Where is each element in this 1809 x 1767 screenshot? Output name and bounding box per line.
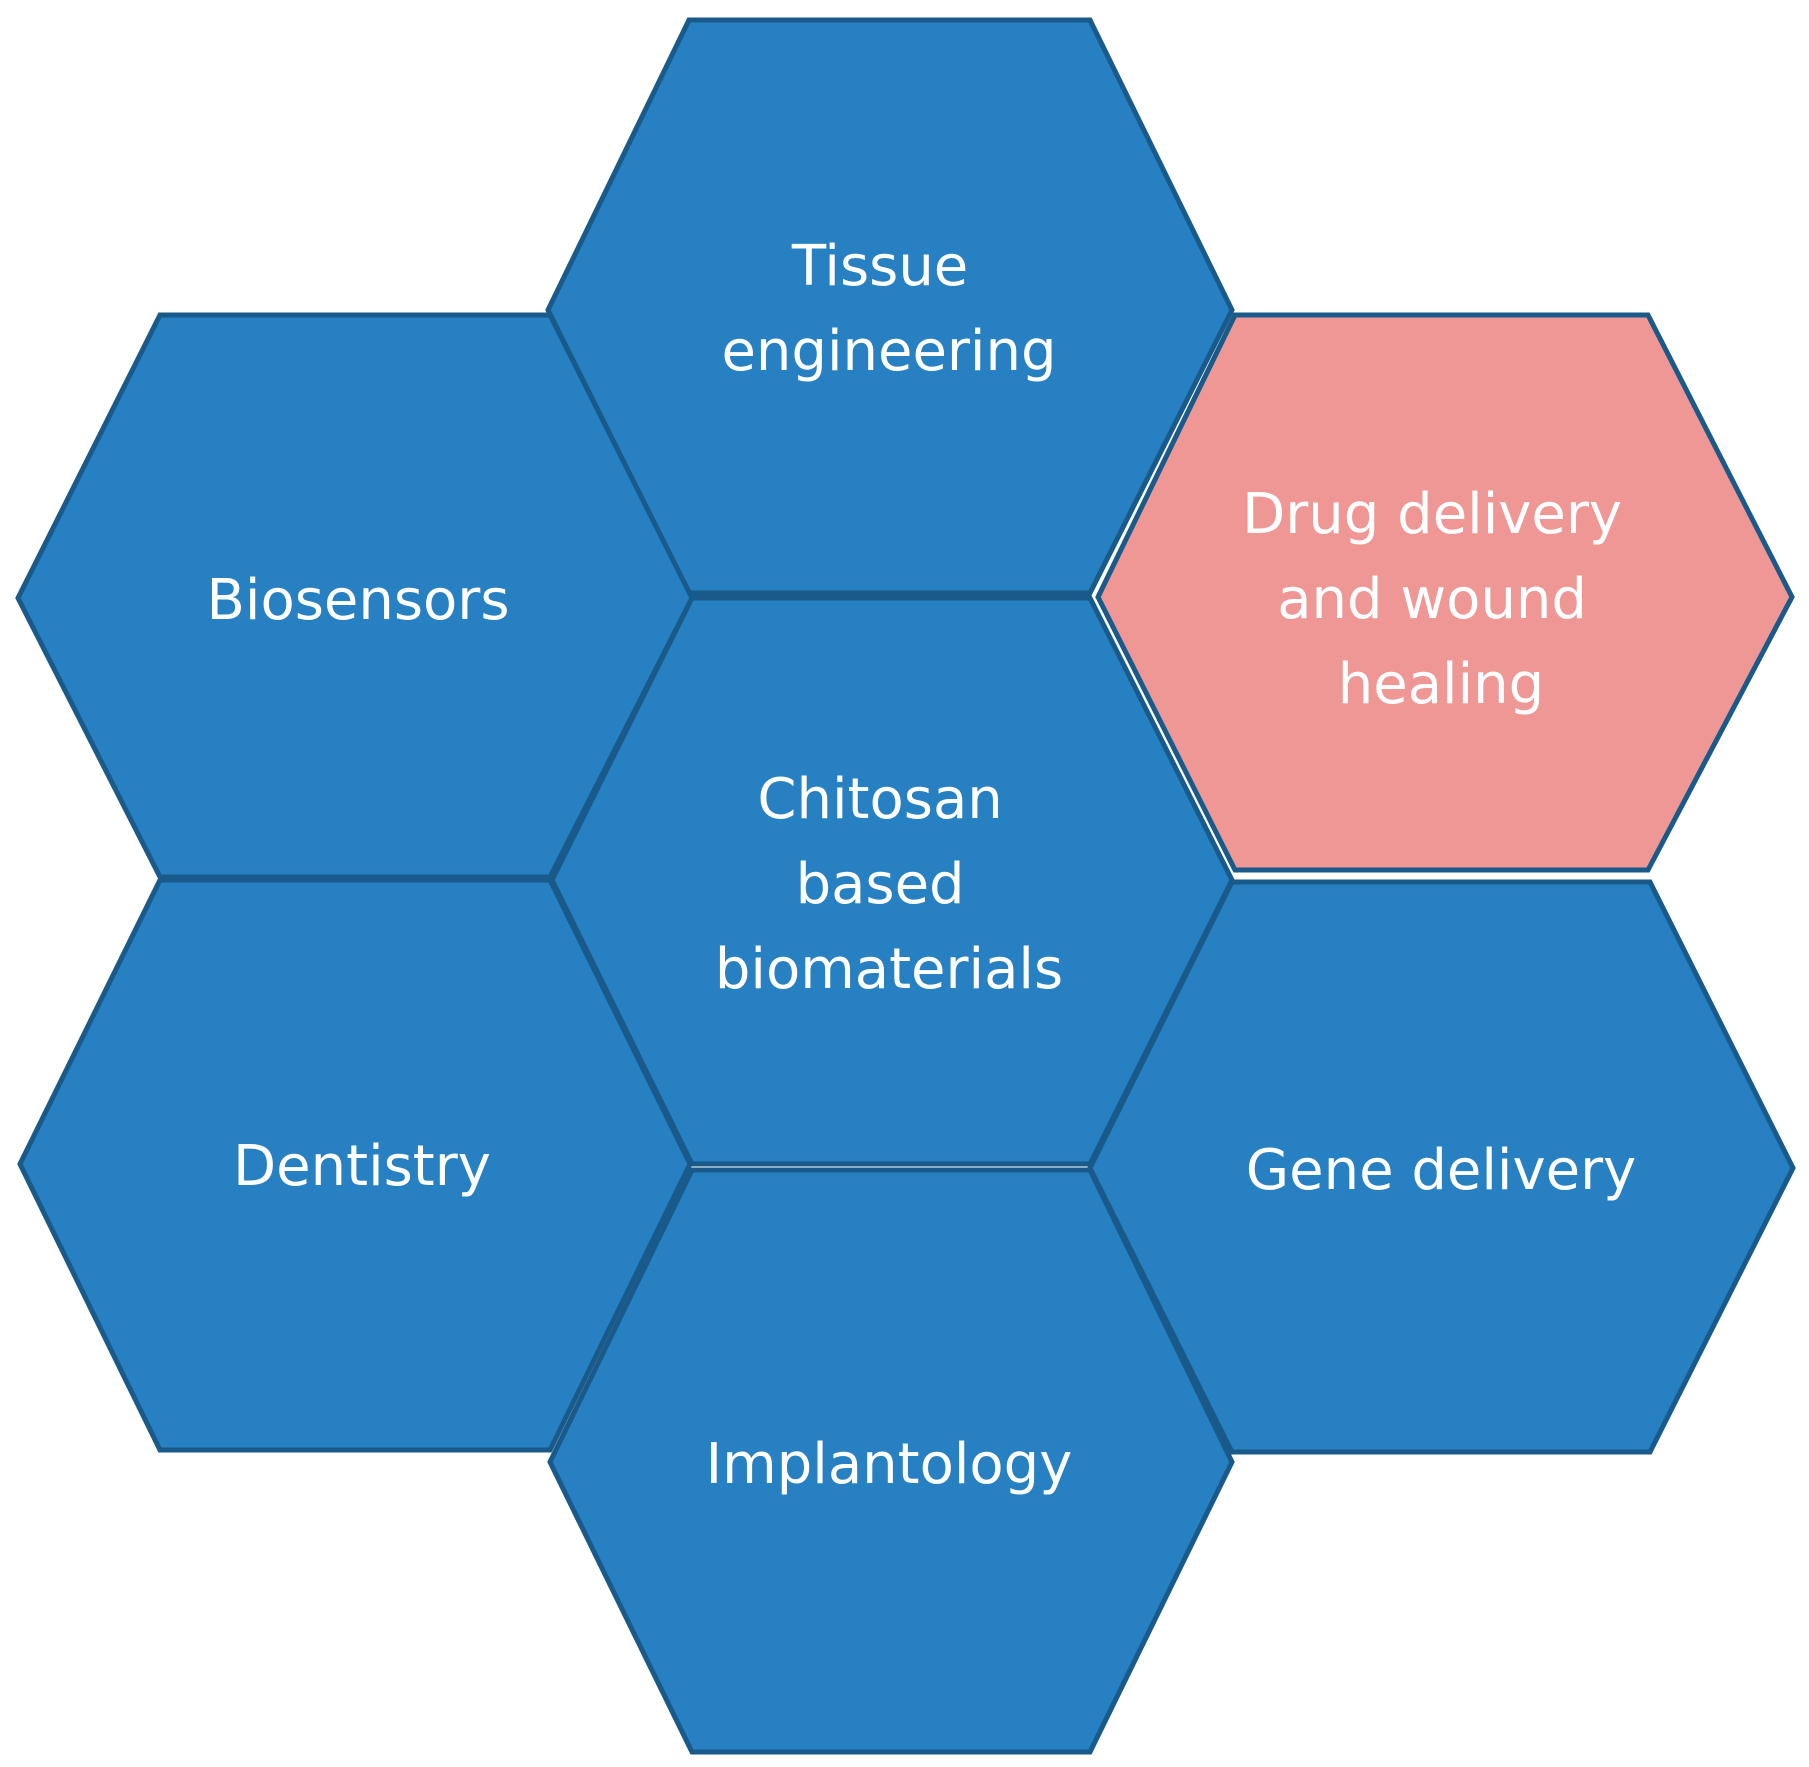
hex-implantology-label: Implantology [706, 1432, 1073, 1497]
hex-biosensors: Biosensors [15, 312, 695, 880]
hex-biosensors-shape [15, 312, 695, 880]
hex-implantology-shape [547, 1167, 1235, 1755]
hex-chitosan-based-biomaterials: Chitosan based biomaterials [549, 595, 1235, 1167]
hex-drug-delivery-wound-healing: Drug delivery and wound healing [1095, 312, 1795, 873]
label-line: healing [1338, 652, 1544, 717]
hex-gene-delivery-label: Gene delivery [1246, 1138, 1636, 1203]
label-line: Drug delivery [1242, 482, 1622, 547]
hex-dentistry-shape [17, 877, 693, 1453]
hex-drug-delivery-wound-healing-shape [1095, 312, 1795, 873]
label-line: Dentistry [233, 1134, 491, 1199]
label-line: and wound [1277, 567, 1587, 632]
label-line: Implantology [706, 1432, 1073, 1497]
label-line: Gene delivery [1246, 1138, 1636, 1203]
hex-dentistry: Dentistry [17, 877, 693, 1453]
label-line: Chitosan [757, 767, 1002, 832]
hex-tissue-engineering: Tissue engineering [545, 17, 1235, 596]
hex-tissue-engineering-label: Tissue engineering [721, 234, 1056, 384]
hex-gene-delivery: Gene delivery [1087, 879, 1796, 1455]
hex-chitosan-based-biomaterials-label: Chitosan based biomaterials [715, 767, 1063, 1002]
label-line: Biosensors [207, 568, 510, 633]
hex-tissue-engineering-shape [545, 17, 1235, 596]
label-line: based [796, 852, 965, 917]
hex-dentistry-label: Dentistry [233, 1134, 491, 1199]
hex-drug-delivery-wound-healing-label: Drug delivery and wound healing [1242, 482, 1640, 717]
hex-implantology: Implantology [547, 1167, 1235, 1755]
label-line: Tissue [791, 234, 968, 299]
hex-biosensors-label: Biosensors [207, 568, 510, 633]
label-line: engineering [721, 319, 1056, 384]
label-line: biomaterials [715, 937, 1063, 1002]
